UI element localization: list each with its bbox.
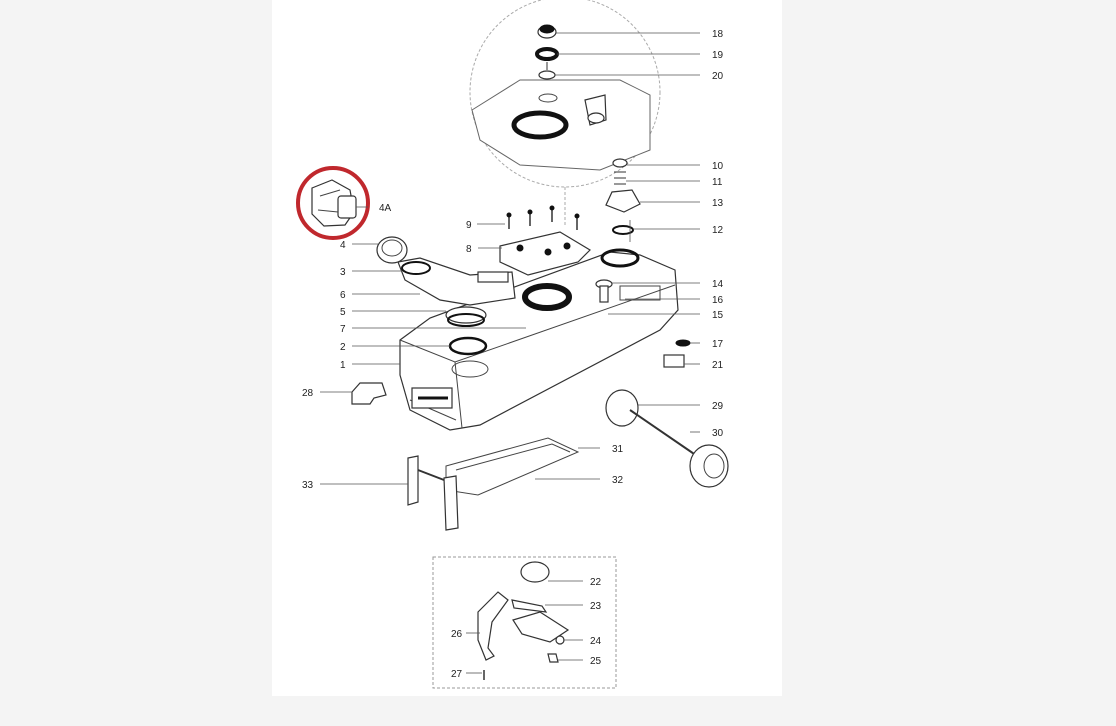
label-16: 16 [712, 295, 724, 306]
part-5-ring [445, 306, 487, 327]
label-3: 3 [340, 267, 346, 278]
label-10: 10 [712, 161, 724, 172]
label-8: 8 [466, 244, 472, 255]
label-17: 17 [712, 339, 724, 350]
part-21-latch [663, 354, 685, 368]
part-4-cap [376, 236, 408, 264]
label-5: 5 [340, 307, 346, 318]
label-13: 13 [712, 198, 724, 209]
label-32: 32 [612, 475, 624, 486]
label-23: 23 [590, 601, 602, 612]
label-15: 15 [712, 310, 724, 321]
label-12: 12 [712, 225, 724, 236]
leader-lines [320, 32, 700, 674]
label-20: 20 [712, 71, 724, 82]
detail-box [432, 556, 617, 689]
part-19-seal [535, 47, 559, 61]
part-17-clip [675, 339, 691, 347]
part-29-30-wheel-axle [605, 389, 729, 488]
label-1: 1 [340, 360, 346, 371]
label-28: 28 [302, 388, 314, 399]
part-28-clip [351, 382, 387, 405]
part-8-plate [499, 231, 591, 276]
label-11: 11 [712, 177, 723, 188]
part-20-valve [538, 62, 556, 80]
label-29: 29 [712, 401, 724, 412]
label-4: 4 [340, 240, 346, 251]
label-22: 22 [590, 577, 602, 588]
label-26: 26 [451, 629, 463, 640]
part-9-screws [506, 205, 580, 230]
label-2: 2 [340, 342, 346, 353]
label-30: 30 [712, 428, 724, 439]
part-10-11-13-valve [600, 158, 641, 268]
label-7: 7 [340, 324, 346, 335]
label-4a: 4A [379, 203, 392, 214]
label-21: 21 [712, 360, 724, 371]
diagram-sheet: 18 19 20 10 11 13 12 14 16 15 17 21 29 3… [272, 0, 782, 696]
label-18: 18 [712, 29, 724, 40]
part-4a-highlight [296, 166, 370, 240]
part-31-32-33-handle [407, 437, 580, 531]
part-18-cap [537, 24, 557, 39]
label-14: 14 [712, 279, 724, 290]
label-25: 25 [590, 656, 602, 667]
detail-circle [469, 0, 661, 225]
label-33: 33 [302, 480, 314, 491]
part-14-16-level [595, 279, 661, 303]
label-24: 24 [590, 636, 602, 647]
part-7-seal [522, 283, 572, 311]
part-labels: 18 19 20 10 11 13 12 14 16 15 17 21 29 3… [302, 29, 724, 680]
part-3-seal [401, 261, 431, 275]
label-27: 27 [451, 669, 463, 680]
label-6: 6 [340, 290, 346, 301]
label-9: 9 [466, 220, 472, 231]
label-31: 31 [612, 444, 624, 455]
label-19: 19 [712, 50, 724, 61]
part-6-pipe [397, 257, 516, 306]
